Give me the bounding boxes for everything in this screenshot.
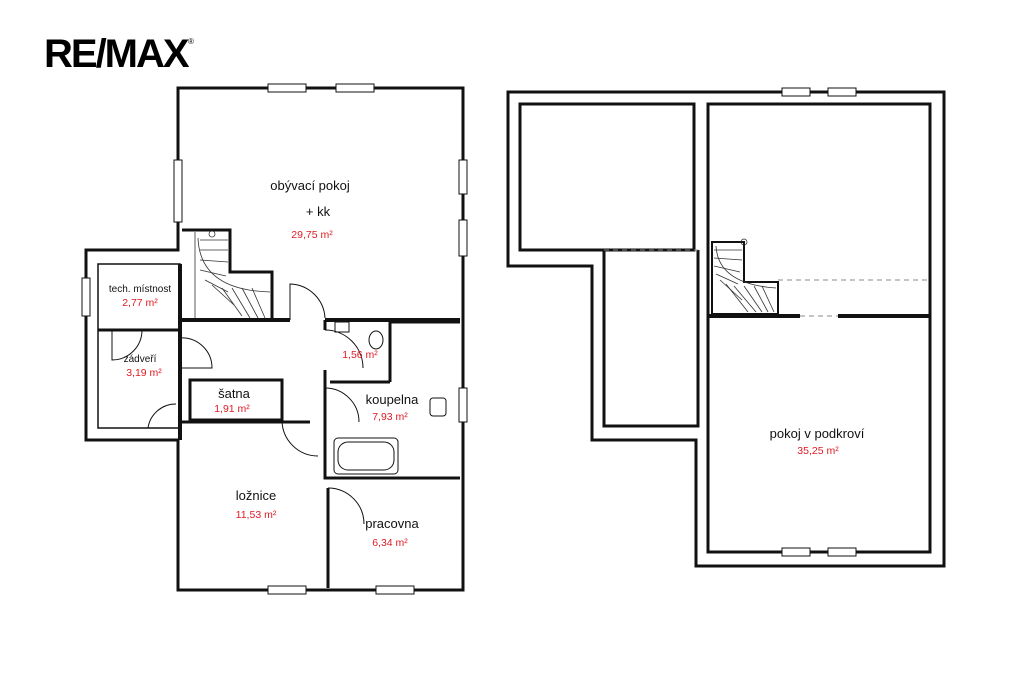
room-area-zadveri: 3,19 m²: [126, 367, 162, 379]
sink: [429, 397, 447, 417]
room-name-koupelna: koupelna: [366, 392, 420, 407]
attic-main-room: [706, 102, 932, 554]
windows-ground: [81, 83, 468, 595]
remax-logo: RE/MAX ®: [44, 32, 194, 76]
room-area-satna: 1,91 m²: [214, 403, 250, 415]
room-area-obyvaci: 29,75 m²: [291, 229, 333, 241]
room-name-tech: tech. místnost: [109, 284, 171, 295]
doors-ground: [111, 283, 365, 525]
room-name2-obyvaci: + kk: [306, 204, 331, 219]
room-name-loznice: ložnice: [236, 488, 276, 503]
room-area-tech: 2,77 m²: [122, 297, 158, 309]
attic-outer-wall: [506, 90, 946, 568]
wc-sink: [334, 321, 350, 333]
toilet: [368, 330, 384, 350]
logo-text: RE/MAX: [44, 32, 190, 76]
staircase: [194, 230, 271, 319]
windows-attic: [781, 87, 857, 557]
logo-reg: ®: [188, 37, 194, 46]
room-area-podkrovi: 35,25 m²: [797, 445, 839, 457]
room-name-obyvaci: obývací pokoj: [270, 178, 350, 193]
room-area-koupelna: 7,93 m²: [372, 411, 408, 423]
room-area-loznice: 11,53 m²: [236, 509, 277, 521]
satna-walls: [188, 378, 284, 422]
room-name-podkrovi: pokoj v podkroví: [770, 426, 865, 441]
room-name-satna: šatna: [218, 386, 251, 401]
room-name-pracovna: pracovna: [365, 516, 419, 531]
wc-walls: [323, 320, 392, 420]
ground-floor-plan: obývací pokoj + kk 29,75 m² tech. místno…: [81, 83, 468, 595]
room-area-pracovna: 6,34 m²: [372, 537, 408, 549]
attic-plan: pokoj v podkroví 35,25 m²: [506, 87, 946, 568]
room-name-zadveri: zádveří: [124, 354, 157, 365]
bathtub: [333, 437, 399, 475]
room-area-wc: 1,56 m²: [342, 349, 378, 361]
attic-left-lower: [602, 250, 700, 428]
attic-staircase: [711, 238, 779, 315]
stair-wall: [182, 228, 274, 320]
